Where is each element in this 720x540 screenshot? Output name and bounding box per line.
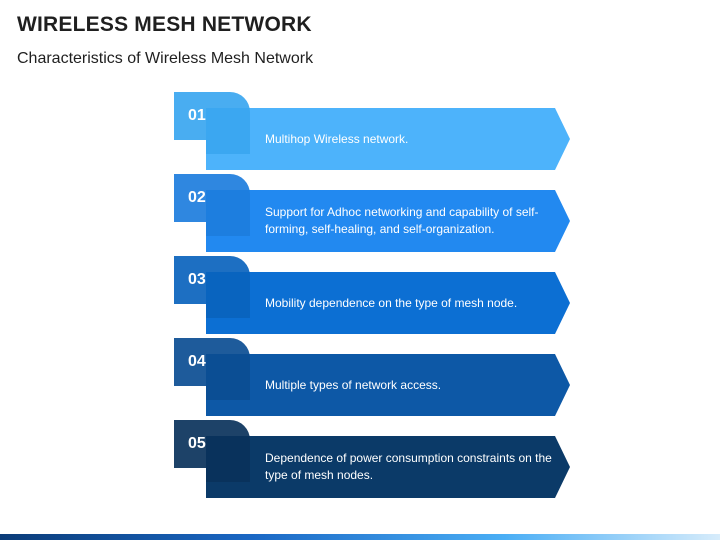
step-number: 02 xyxy=(188,189,206,206)
step-description: Multiple types of network access. xyxy=(265,377,442,392)
step-shape xyxy=(174,92,570,170)
slide-subtitle: Characteristics of Wireless Mesh Network xyxy=(17,50,314,67)
step-shape xyxy=(174,420,570,498)
step-description: Multihop Wireless network. xyxy=(265,131,409,146)
bottom-accent-bar xyxy=(0,534,720,540)
slide-title: WIRELESS MESH NETWORK xyxy=(17,13,312,36)
step-number: 04 xyxy=(188,353,206,370)
step-item: 01 Multihop Wireless network. xyxy=(174,92,574,174)
step-number: 01 xyxy=(188,107,206,124)
step-description: Mobility dependence on the type of mesh … xyxy=(265,295,518,310)
step-item: 04 Multiple types of network access. xyxy=(174,338,574,420)
step-item: 03 Mobility dependence on the type of me… xyxy=(174,256,574,338)
step-shape xyxy=(174,174,570,252)
step-item: 02 Support for Adhoc networking and capa… xyxy=(174,174,574,256)
step-description: Dependence of power consumption constrai… xyxy=(265,451,552,482)
step-shape xyxy=(174,338,570,416)
step-number: 05 xyxy=(188,435,206,452)
step-item: 05 Dependence of power consumption const… xyxy=(174,420,574,502)
step-number: 03 xyxy=(188,271,206,288)
step-description: Support for Adhoc networking and capabil… xyxy=(265,205,539,236)
step-shape xyxy=(174,256,570,334)
